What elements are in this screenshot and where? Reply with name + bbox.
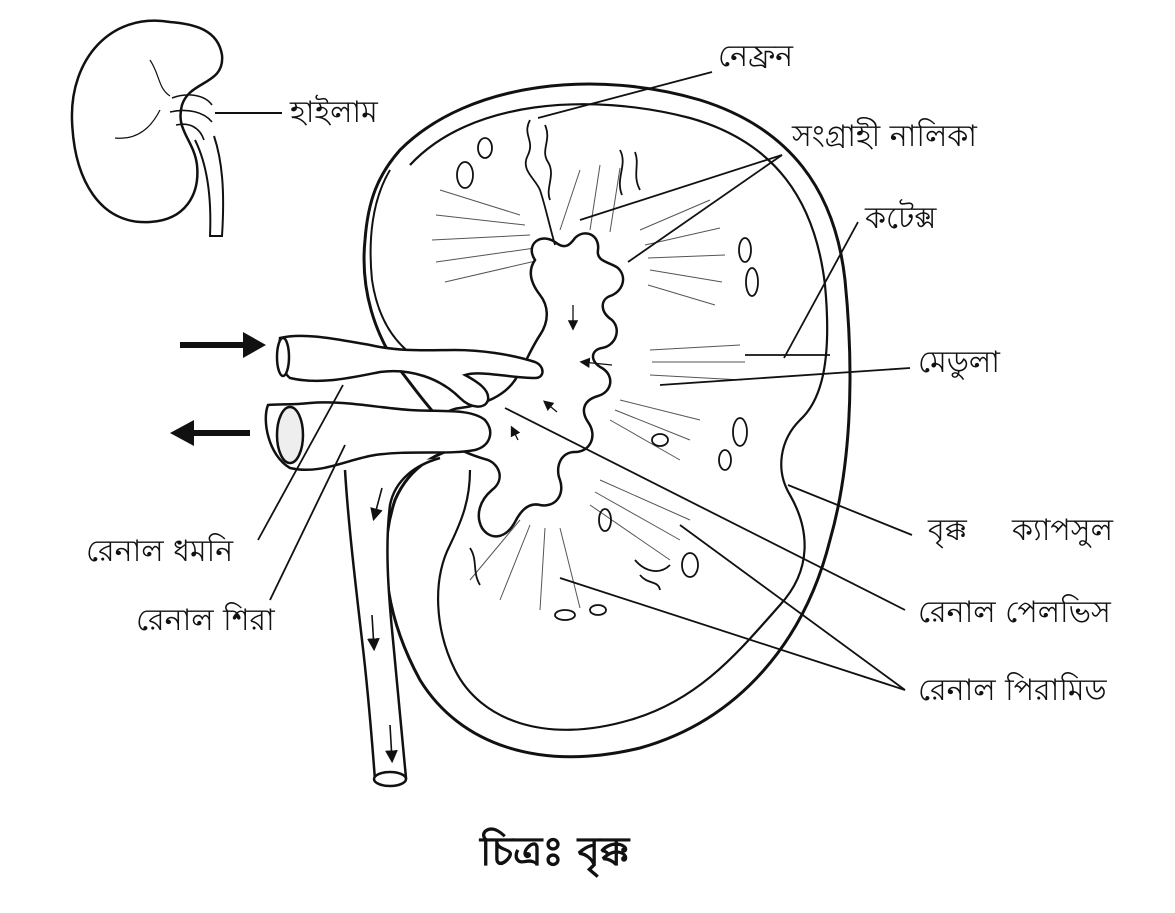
label-capsule-1: বৃক্ক <box>928 513 967 548</box>
label-medulla: মেডুলা <box>918 345 1000 380</box>
figure-caption: চিত্রঃ বৃক্ক <box>480 829 630 875</box>
kidney-inset <box>70 19 282 237</box>
blood-flow-arrows <box>170 332 266 446</box>
label-renal-artery: রেনাল ধমনি <box>86 534 234 569</box>
label-renal-vein: রেনাল শিরা <box>136 603 275 638</box>
label-capsule-2: ক্যাপসুল <box>1012 513 1113 548</box>
flow-arrows <box>510 305 613 441</box>
label-cortex: কটেক্স <box>865 201 937 236</box>
renal-vessels <box>264 334 544 788</box>
label-renal-pyramid: রেনাল পিরামিড <box>918 673 1107 708</box>
nephron-structure <box>456 119 759 621</box>
pyramid-striations <box>431 164 745 611</box>
label-nephron: নেফ্রন <box>718 39 794 74</box>
label-hilum: হাইলাম <box>290 95 378 130</box>
ureter-arrows <box>367 487 398 764</box>
leader-lines <box>257 71 913 691</box>
label-renal-pelvis: রেনাল পেলভিস <box>918 595 1111 630</box>
label-collecting-duct: সংগ্রাহী নালিকা <box>792 119 978 154</box>
